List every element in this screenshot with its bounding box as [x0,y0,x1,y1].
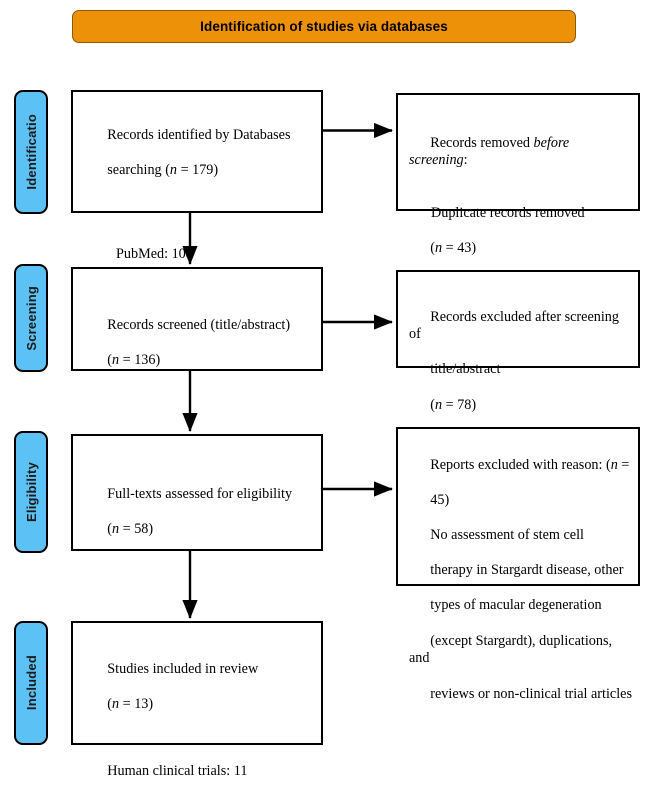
stage-tab-included: Included [14,621,48,745]
records-excluded-line3-post: = 78) [442,396,477,413]
stage-label-included: Included [23,655,39,711]
fulltexts-line2-post: = 58) [119,520,154,537]
stage-tab-screening: Screening [14,264,48,372]
fulltexts-n: n [112,520,120,537]
reports-excluded-line4: therapy in Stargardt disease, other [430,562,624,579]
records-identified-line2-pre: searching ( [107,161,170,178]
diagram-title: Identification of studies via databases [200,19,448,34]
reports-excluded-line6: (except Stargardt), duplications, and [409,632,616,667]
studies-included-n: n [112,695,120,712]
stage-label-screening: Screening [23,285,39,351]
studies-included-line2-post: = 13) [119,695,154,712]
box-records-identified: Records identified by Databases searchin… [71,90,323,315]
box-records-excluded: Records excluded after screening of titl… [396,270,640,413]
studies-included-line2-pre: ( [107,695,113,712]
reports-excluded-line5: types of macular degeneration [430,597,602,614]
stage-tab-identification: Identificatio [14,90,48,214]
records-removed-line2: Duplicate records removed [431,205,585,222]
records-screened-line1: Records screened (title/abstract) [107,316,291,333]
records-identified-n1: n [169,161,178,178]
diagram-banner: Identification of studies via databases [72,10,576,43]
records-screened-line2-post: = 136) [119,351,161,368]
records-removed-line1-post: : [463,152,468,169]
records-removed-line3-pre: ( [430,240,436,257]
spacer [86,731,311,745]
reports-excluded-line7: reviews or non-clinical trial articles [430,685,632,702]
spacer [86,197,311,211]
records-excluded-n: n [435,396,443,413]
records-screened-n: n [112,351,120,368]
studies-included-line1: Studies included in review [107,660,259,677]
box-studies-included: Studies included in review (n = 13) Huma… [71,621,323,798]
box-reports-excluded: Reports excluded with reason: (n = 45) N… [396,427,640,702]
records-identified-line2-post: = 179) [177,161,219,178]
records-removed-line1-pre: Records removed [430,134,534,151]
records-removed-n: n [435,240,443,257]
records-excluded-line1: Records excluded after screening of [409,308,623,343]
stage-label-identification: Identificatio [23,114,39,190]
studies-included-human: Human clinical trials: 11 [107,762,248,779]
box-records-screened: Records screened (title/abstract) (n = 1… [71,267,323,371]
records-removed-line3-post: = 43) [442,240,477,257]
fulltexts-line1: Full-texts assessed for eligibility [107,485,293,502]
records-excluded-line2: title/abstract [430,361,501,378]
reports-excluded-line2: 45) [430,491,450,508]
box-records-removed: Records removed before screening: Duplic… [396,93,640,256]
fulltexts-line2-pre: ( [107,520,113,537]
reports-excluded-line1-pre: Reports excluded with reason: ( [430,456,611,473]
records-identified-pubmed: PubMed: 108 [116,246,193,263]
records-screened-line2-pre: ( [107,351,113,368]
records-excluded-line3-pre: ( [430,396,436,413]
records-removed-italic: before screening [409,134,573,169]
records-identified-line1: Records identified by Databases [107,126,291,143]
stage-tab-eligibility: Eligibility [14,431,48,553]
reports-excluded-line1-post: = [617,456,630,473]
box-fulltexts-assessed: Full-texts assessed for eligibility (n =… [71,434,323,551]
reports-excluded-line3: No assessment of stem cell [430,527,584,544]
reports-excluded-n: n [610,456,618,473]
stage-label-eligibility: Eligibility [23,462,39,522]
